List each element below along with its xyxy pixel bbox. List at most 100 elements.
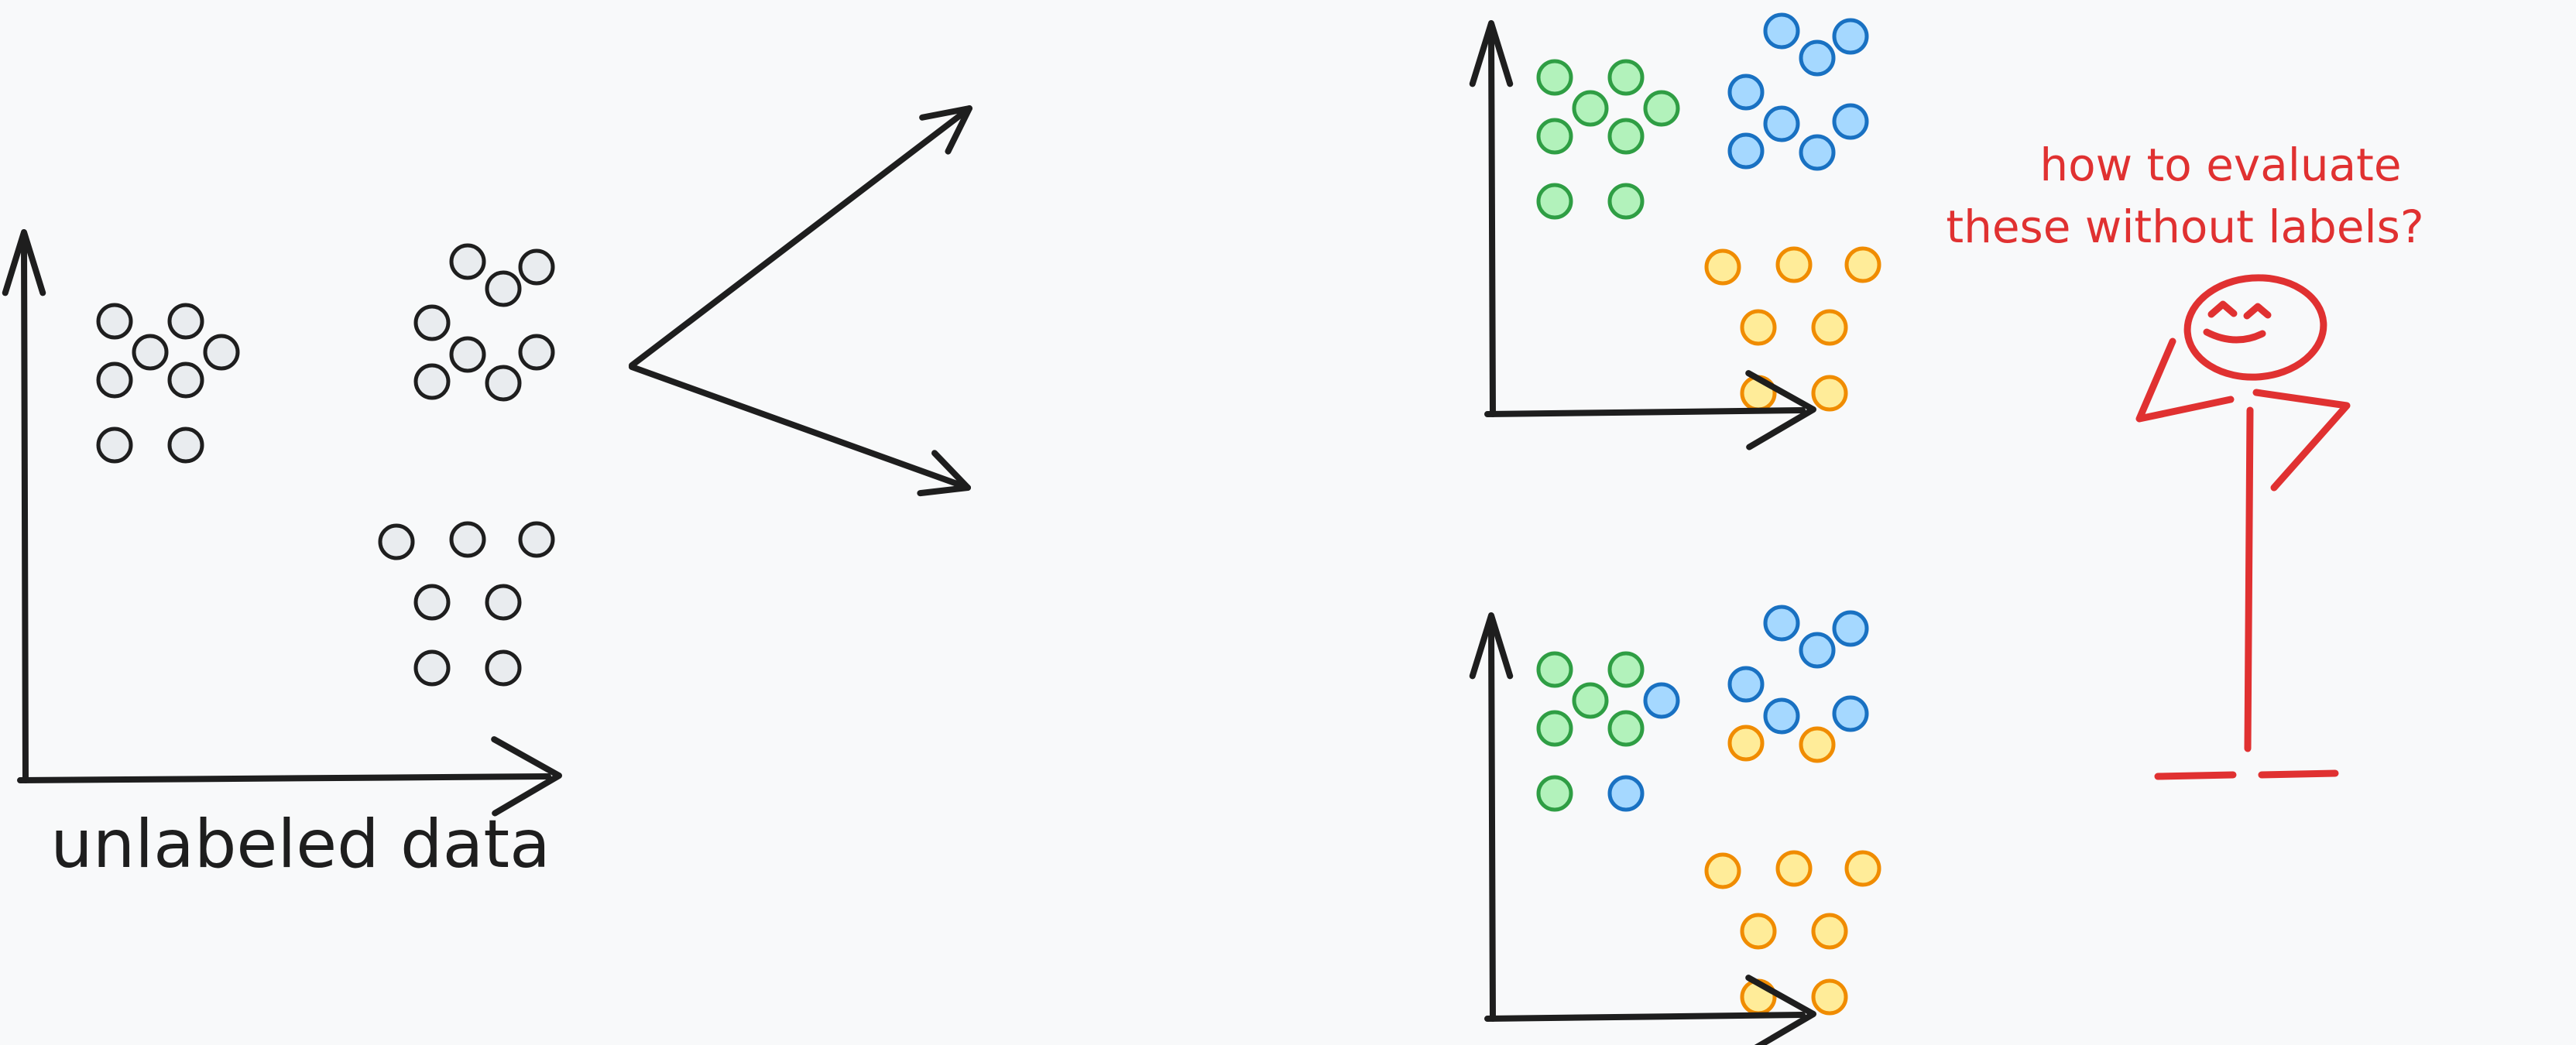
branch-arrow-head <box>919 105 972 155</box>
y-axis-line <box>1488 29 1496 417</box>
data-point-green <box>1607 59 1645 96</box>
data-point-gray <box>132 334 169 371</box>
confused-stick-figure <box>2135 274 2351 780</box>
data-point-gray <box>96 427 133 464</box>
branch-arrow-line <box>629 105 972 368</box>
data-point-gray <box>518 334 555 371</box>
figure-limb <box>2252 389 2351 492</box>
data-point-gray <box>203 334 240 371</box>
unlabeled-data-label: unlabeled data <box>50 806 551 883</box>
x-axis-arrowhead <box>491 736 562 817</box>
data-point-blue <box>1832 610 1869 647</box>
data-point-orange <box>1844 850 1881 887</box>
data-point-gray <box>96 303 133 340</box>
data-point-gray <box>413 649 451 687</box>
x-axis-arrowhead <box>1745 975 1816 1045</box>
data-point-blue <box>1832 103 1869 140</box>
data-point-green <box>1536 710 1573 747</box>
figure-ground-line <box>2154 771 2237 780</box>
data-point-gray <box>413 584 451 621</box>
data-point-blue <box>1727 74 1765 111</box>
data-point-green <box>1536 59 1573 96</box>
unlabeled-data-plot <box>2 229 562 817</box>
data-point-gray <box>413 304 451 341</box>
data-point-orange <box>1811 309 1848 346</box>
data-point-green <box>1536 118 1573 155</box>
data-point-green <box>1572 682 1609 719</box>
figure-eye <box>2207 300 2238 318</box>
data-point-orange <box>1811 375 1848 412</box>
x-axis-arrowhead <box>1745 370 1816 451</box>
x-axis-line <box>1484 407 1806 417</box>
data-point-gray <box>449 521 486 558</box>
data-point-orange <box>1740 913 1777 950</box>
branch-arrow-head <box>917 450 971 497</box>
data-point-gray <box>167 303 204 340</box>
data-point-blue <box>1832 695 1869 732</box>
data-point-blue <box>1799 134 1836 171</box>
branch-arrows <box>629 105 972 497</box>
data-point-gray <box>449 336 486 373</box>
annotation-line-2: these without labels? <box>1946 200 2423 253</box>
data-point-gray <box>378 523 415 560</box>
data-point-orange <box>1811 913 1848 950</box>
figure-eye <box>2243 303 2272 320</box>
data-point-blue <box>1643 682 1680 719</box>
y-axis-line <box>21 238 29 783</box>
data-point-orange <box>1704 852 1741 889</box>
data-point-orange <box>1775 850 1813 887</box>
y-axis-arrowhead <box>1469 612 1514 680</box>
data-point-blue <box>1763 105 1800 142</box>
figure-frown-mouth <box>2203 328 2266 344</box>
clean-clustering-plot <box>1469 12 1881 451</box>
data-point-gray <box>449 243 486 280</box>
x-axis-line <box>17 773 551 783</box>
data-point-green <box>1607 183 1645 220</box>
data-point-orange <box>1704 248 1741 286</box>
data-point-orange <box>1799 726 1836 763</box>
data-point-gray <box>485 365 522 402</box>
data-point-gray <box>518 248 555 286</box>
data-point-gray <box>485 270 522 307</box>
mixed-clustering-plot <box>1469 605 1881 1045</box>
y-axis-line <box>1488 622 1496 1022</box>
data-point-blue <box>1832 18 1869 55</box>
x-axis-line <box>1484 1012 1806 1022</box>
data-point-blue <box>1763 12 1800 50</box>
data-point-gray <box>167 361 204 399</box>
data-point-green <box>1607 651 1645 688</box>
figure-ground-line <box>2258 769 2339 779</box>
y-axis-arrowhead <box>1469 20 1514 87</box>
data-point-blue <box>1763 697 1800 735</box>
data-point-orange <box>1775 246 1813 283</box>
figure-limb <box>2244 406 2254 752</box>
data-point-gray <box>96 361 133 399</box>
data-point-blue <box>1607 775 1645 812</box>
data-point-gray <box>167 427 204 464</box>
data-point-blue <box>1727 132 1765 170</box>
data-point-blue <box>1763 605 1800 642</box>
branch-arrow-line <box>629 364 971 491</box>
data-point-gray <box>485 584 522 621</box>
data-point-green <box>1572 90 1609 127</box>
data-point-orange <box>1844 246 1881 283</box>
data-point-orange <box>1811 978 1848 1016</box>
data-point-green <box>1536 183 1573 220</box>
y-axis-arrowhead <box>2 229 46 296</box>
data-point-blue <box>1799 39 1836 77</box>
data-point-green <box>1536 651 1573 688</box>
data-point-green <box>1607 118 1645 155</box>
data-point-gray <box>485 649 522 687</box>
data-point-blue <box>1727 666 1765 703</box>
data-point-gray <box>518 521 555 558</box>
annotation-line-1: how to evaluate <box>2039 139 2401 191</box>
data-point-green <box>1536 775 1573 812</box>
data-point-green <box>1643 90 1680 127</box>
figure-limb <box>2135 337 2235 423</box>
data-point-orange <box>1727 725 1765 762</box>
figure-head <box>2183 274 2327 381</box>
data-point-orange <box>1740 309 1777 346</box>
data-point-green <box>1607 710 1645 747</box>
